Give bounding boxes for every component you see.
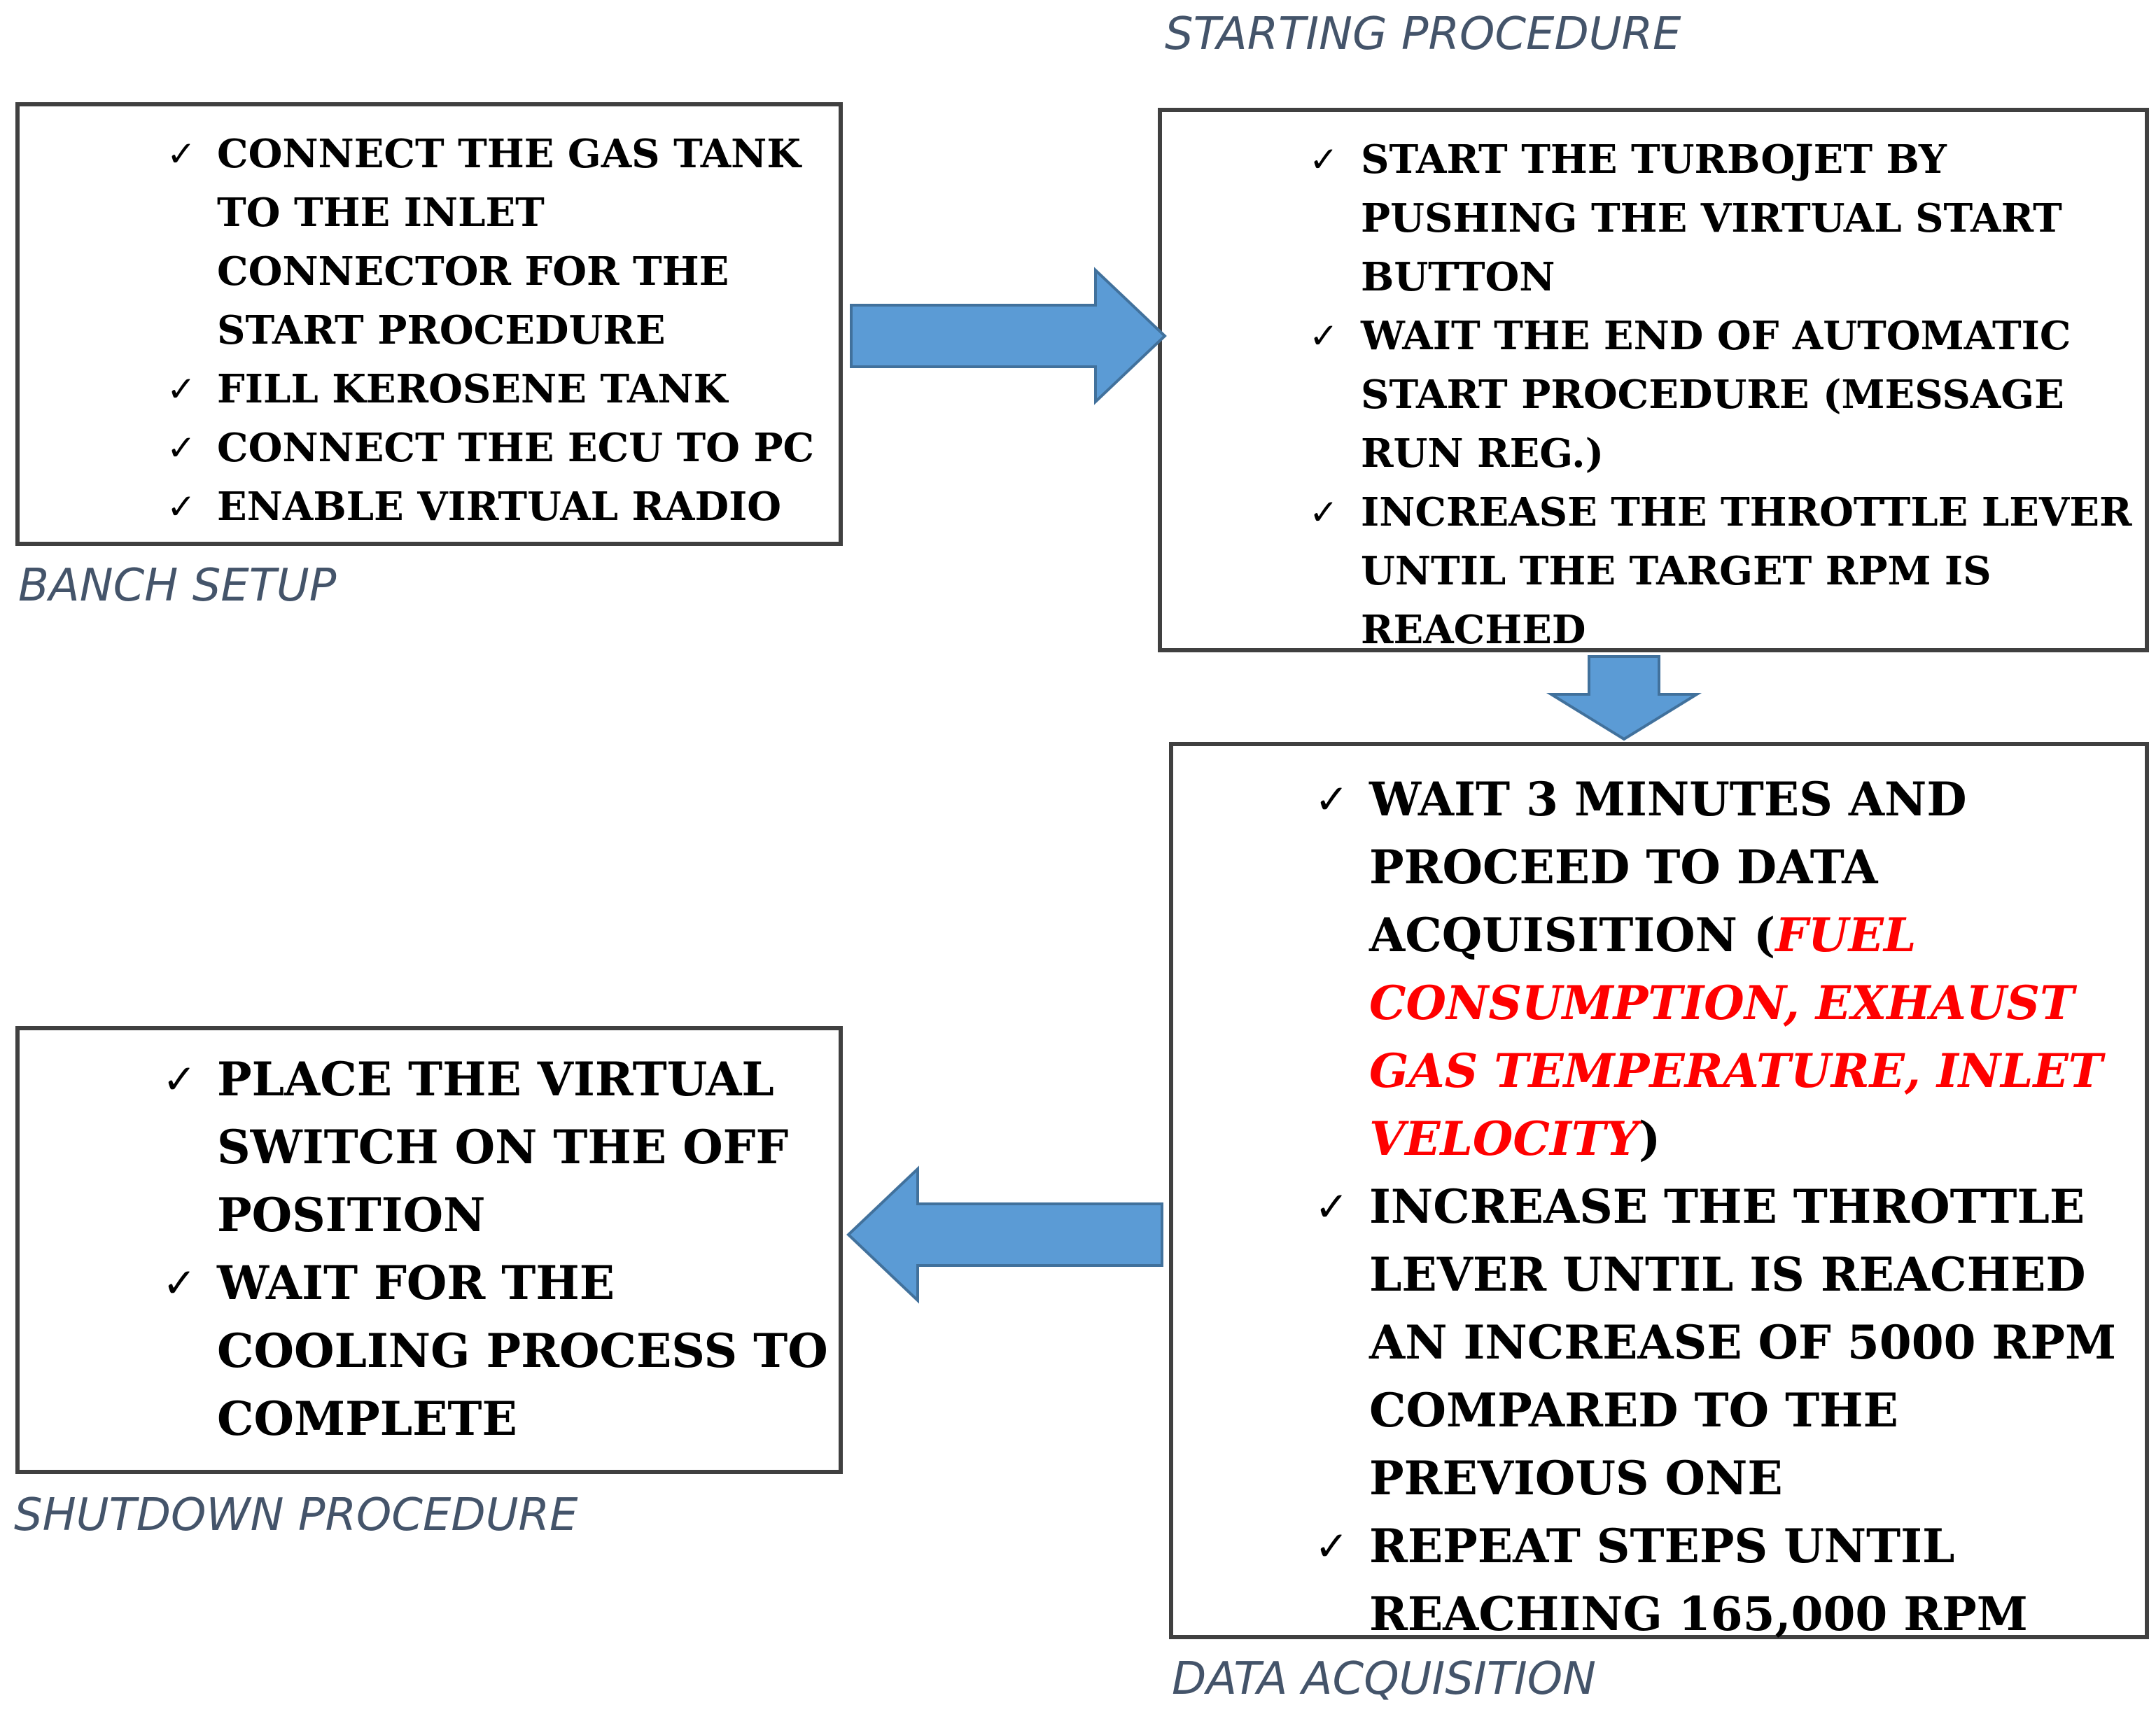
data-acquisition-box: ✓WAIT 3 MINUTES AND PROCEED TO DATA ACQU… (1169, 742, 2149, 1641)
bench-setup-item: ✓FILL KEROSENE TANK (167, 360, 833, 419)
shutdown-procedure-caption: SHUTDOWN PROCEDURE (14, 1489, 578, 1541)
starting-procedure-caption: STARTING PROCEDURE (1165, 8, 1681, 60)
bench-setup-box: ✓CONNECT THE GAS TANK TO THE INLET CONNE… (15, 102, 843, 546)
shutdown-procedure-list: ✓PLACE THE VIRTUAL SWITCH ON THE OFF POS… (162, 1046, 833, 1453)
check-icon: ✓ (1309, 316, 1338, 356)
right-arrow-icon (850, 267, 1167, 405)
bench-setup-item: ✓CONNECT THE GAS TANK TO THE INLET CONNE… (167, 125, 833, 360)
check-icon: ✓ (1315, 1183, 1349, 1230)
bench-setup-item: ✓ENABLE VIRTUAL RADIO (167, 477, 833, 536)
check-icon: ✓ (167, 134, 196, 174)
check-icon: ✓ (1315, 776, 1349, 823)
data-acquisition-item: ✓INCREASE THE THROTTLE LEVER UNTIL IS RE… (1315, 1173, 2139, 1513)
data-acquisition-list: ✓WAIT 3 MINUTES AND PROCEED TO DATA ACQU… (1315, 766, 2139, 1648)
starting-procedure-item: ✓INCREASE THE THROTTLE LEVER UNTIL THE T… (1309, 483, 2145, 659)
data-acquisition-item: ✓REPEAT STEPS UNTIL REACHING 165,000 RPM (1315, 1513, 2139, 1648)
shutdown-procedure-box: ✓PLACE THE VIRTUAL SWITCH ON THE OFF POS… (15, 1026, 843, 1474)
shutdown-procedure-item: ✓WAIT FOR THE COOLING PROCESS TO COMPLET… (162, 1249, 833, 1453)
bench-setup-list: ✓CONNECT THE GAS TANK TO THE INLET CONNE… (167, 125, 833, 536)
starting-procedure-box: ✓START THE TURBOJET BY PUSHING THE VIRTU… (1158, 108, 2149, 653)
shutdown-procedure-item: ✓PLACE THE VIRTUAL SWITCH ON THE OFF POS… (162, 1046, 833, 1249)
starting-procedure-item: ✓WAIT THE END OF AUTOMATIC START PROCEDU… (1309, 307, 2145, 483)
data-acquisition-item: ✓WAIT 3 MINUTES AND PROCEED TO DATA ACQU… (1315, 766, 2139, 1173)
check-icon: ✓ (1315, 1522, 1349, 1570)
starting-procedure-list: ✓START THE TURBOJET BY PUSHING THE VIRTU… (1309, 130, 2145, 659)
check-icon: ✓ (1309, 492, 1338, 533)
left-arrow-icon (846, 1165, 1163, 1304)
measured-quantities-highlight: FUEL CONSUMPTION, EXHAUST GAS TEMPERATUR… (1369, 908, 2103, 1166)
starting-procedure-item: ✓START THE TURBOJET BY PUSHING THE VIRTU… (1309, 130, 2145, 307)
check-icon: ✓ (167, 369, 196, 409)
check-icon: ✓ (162, 1259, 197, 1307)
bench-setup-caption: BANCH SETUP (18, 560, 337, 612)
down-arrow-icon (1546, 655, 1702, 741)
check-icon: ✓ (167, 486, 196, 527)
check-icon: ✓ (162, 1055, 197, 1103)
check-icon: ✓ (1309, 139, 1338, 180)
bench-setup-item: ✓CONNECT THE ECU TO PC (167, 419, 833, 477)
check-icon: ✓ (167, 428, 196, 468)
data-acquisition-caption: DATA ACQUISITION (1172, 1653, 1597, 1705)
